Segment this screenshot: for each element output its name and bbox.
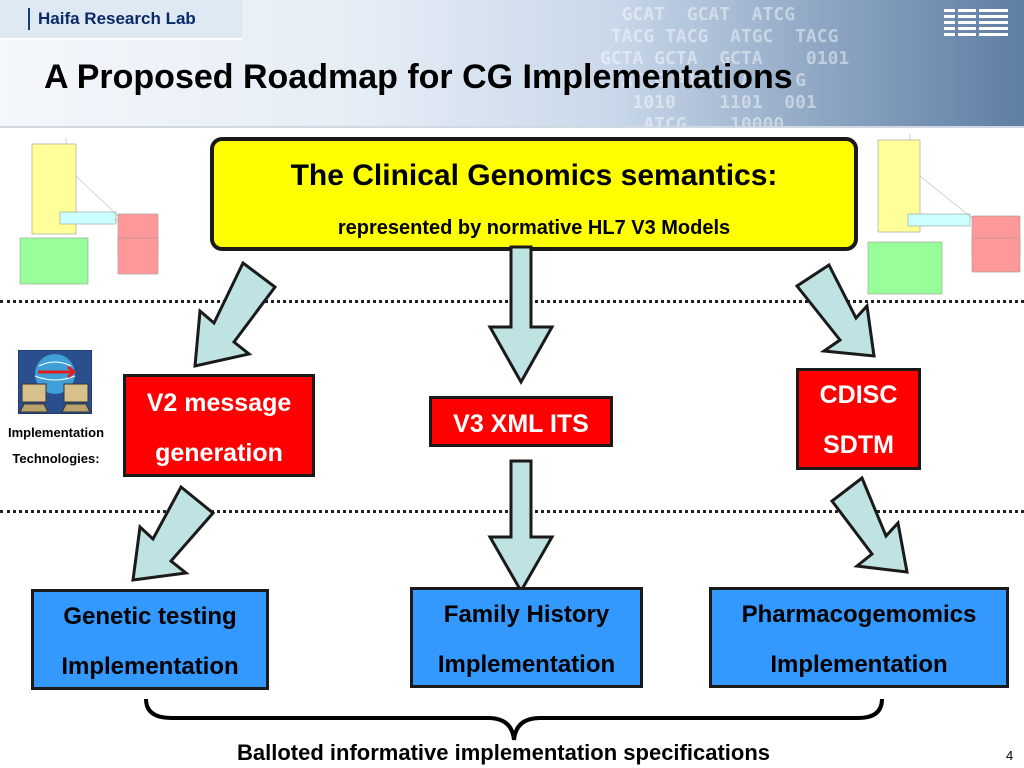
page-title: A Proposed Roadmap for CG Implementation… (44, 58, 793, 96)
network-transfer-icon (18, 350, 92, 414)
v3-xml-its-box: V3 XML ITS (429, 396, 613, 447)
page-number: 4 (1006, 748, 1014, 763)
arrow-v3-to-family-history (487, 459, 555, 595)
genetic-testing-implementation-box: Genetic testing Implementation (31, 589, 269, 690)
balloted-specifications-caption: Balloted informative implementation spec… (237, 740, 770, 765)
clinical-genomics-semantics-box: The Clinical Genomics semantics: represe… (210, 137, 858, 251)
header-divider (0, 126, 1024, 128)
ibm-logo (944, 6, 1008, 38)
cdisc-sdtm-box: CDISC SDTM (796, 368, 921, 470)
arrow-cdisc-to-pharmacogenomics (829, 475, 909, 574)
arrow-semantics-to-v2 (193, 260, 278, 368)
arrow-semantics-to-cdisc (794, 262, 876, 358)
implementation-technologies-label: Implementation Technologies: (7, 425, 105, 466)
curly-brace (144, 698, 884, 741)
semantics-subtitle: represented by normative HL7 V3 Models (337, 217, 731, 239)
semantics-title: The Clinical Genomics semantics: (290, 159, 778, 192)
v2-message-generation-box: V2 message generation (123, 374, 315, 477)
lab-name: Haifa Research Lab (38, 9, 196, 28)
arrow-v2-to-genetic-testing (131, 484, 216, 582)
lab-tab: Haifa Research Lab (0, 0, 242, 40)
uml-diagram-thumbnail-right (867, 134, 1021, 295)
arrow-semantics-to-v3 (487, 245, 555, 386)
header-banner: GCAT GCAT ATCG TACG TACG ATGC TACG GCTA … (0, 0, 1024, 135)
family-history-implementation-box: Family History Implementation (410, 587, 643, 688)
dna-background-pattern: GCAT GCAT ATCG TACG TACG ATGC TACG GCTA … (600, 4, 850, 135)
pharmacogenomics-implementation-box: Pharmacogemomics Implementation (709, 587, 1009, 688)
uml-diagram-thumbnail-left (19, 138, 159, 285)
